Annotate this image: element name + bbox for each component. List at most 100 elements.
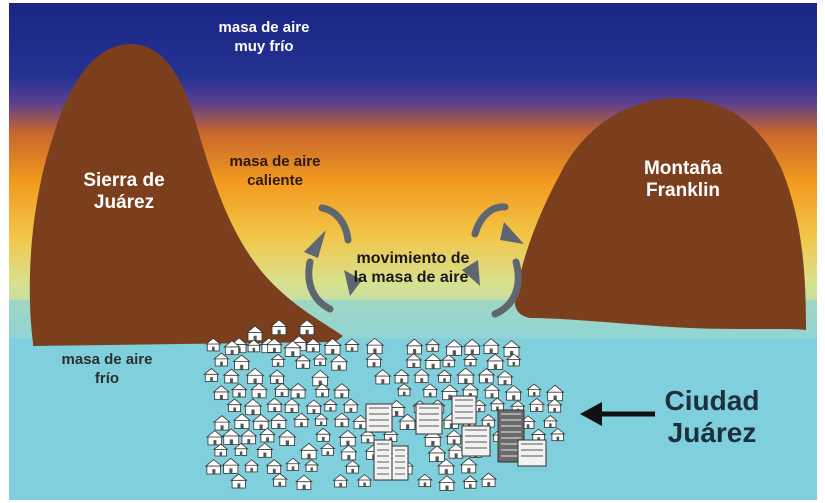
house — [424, 338, 441, 352]
house — [445, 429, 463, 445]
house — [223, 340, 241, 356]
house — [232, 413, 252, 429]
arrowhead-left-a — [304, 230, 326, 258]
house — [269, 413, 288, 429]
house — [268, 369, 286, 384]
label-sierra-2: Juárez — [94, 192, 154, 213]
house — [462, 338, 482, 355]
house — [332, 474, 349, 488]
arrowhead-left-b — [344, 270, 362, 296]
house — [480, 472, 498, 487]
label-cold-air-top-2: muy frío — [234, 38, 293, 55]
house — [338, 429, 358, 447]
house — [356, 474, 373, 487]
house — [314, 427, 332, 442]
house — [239, 429, 258, 445]
house — [504, 384, 523, 401]
house — [505, 353, 522, 367]
house — [243, 459, 260, 473]
house — [344, 460, 361, 474]
house — [393, 368, 411, 384]
label-movement-1: movimiento de — [357, 250, 470, 267]
house — [269, 319, 289, 336]
label-sierra-1: Sierra de — [83, 170, 164, 191]
house — [294, 474, 313, 491]
arrowhead-right-b — [462, 260, 480, 286]
house — [294, 354, 312, 369]
house — [265, 337, 284, 353]
house — [283, 398, 301, 413]
building — [517, 439, 547, 467]
house — [339, 444, 358, 461]
house — [405, 338, 424, 355]
house — [212, 415, 231, 431]
house — [496, 370, 514, 386]
house — [255, 442, 274, 458]
circulation-arrow-left-side — [305, 258, 334, 313]
house — [270, 353, 286, 367]
house — [312, 353, 328, 366]
house — [212, 385, 231, 401]
house — [373, 369, 392, 385]
arrowhead-right-a — [500, 222, 524, 244]
house — [342, 398, 360, 413]
house — [437, 475, 456, 491]
house — [456, 367, 476, 385]
house — [222, 368, 241, 384]
house — [314, 383, 331, 398]
sierra-de-juarez-mountain — [29, 44, 344, 346]
house — [203, 368, 220, 382]
label-warm-air-1: masa de aire — [230, 153, 321, 170]
house — [323, 337, 343, 355]
label-cold-air-top-1: masa de aire — [219, 19, 310, 36]
house — [212, 443, 229, 457]
house — [462, 475, 479, 489]
house — [322, 398, 339, 412]
house — [289, 382, 308, 399]
label-city-1: Ciudad — [665, 385, 760, 416]
house — [221, 457, 241, 474]
label-movement-2: la masa de aire — [354, 269, 469, 286]
house — [459, 457, 478, 474]
house — [303, 459, 320, 472]
building — [415, 403, 443, 435]
house — [489, 397, 506, 412]
house — [297, 319, 317, 336]
building — [461, 425, 491, 457]
house — [265, 459, 283, 474]
house — [243, 398, 263, 416]
house — [546, 398, 563, 413]
house — [528, 397, 546, 412]
label-city-2: Juárez — [668, 417, 757, 448]
house — [204, 459, 223, 475]
house — [232, 354, 251, 371]
circulation-arrow-right-top — [471, 203, 509, 238]
house — [344, 338, 360, 352]
house — [440, 354, 457, 368]
house — [229, 473, 248, 489]
house — [266, 397, 284, 413]
house — [526, 383, 542, 397]
label-franklin-1: Montaña — [644, 158, 723, 179]
house — [258, 427, 277, 443]
house — [273, 382, 291, 397]
city-buildings — [203, 319, 566, 491]
house — [481, 338, 501, 354]
house — [485, 353, 505, 370]
house — [396, 383, 413, 397]
label-franklin-2: Franklin — [646, 180, 720, 201]
house — [483, 383, 501, 399]
house — [427, 445, 447, 463]
house — [313, 413, 329, 426]
house — [221, 428, 241, 446]
label-cold-air-bottom-2: frío — [95, 370, 119, 387]
house — [305, 399, 323, 414]
house — [205, 337, 222, 352]
house — [299, 442, 319, 460]
house — [285, 457, 301, 471]
house — [332, 383, 351, 399]
house — [310, 369, 330, 387]
house — [226, 398, 243, 413]
